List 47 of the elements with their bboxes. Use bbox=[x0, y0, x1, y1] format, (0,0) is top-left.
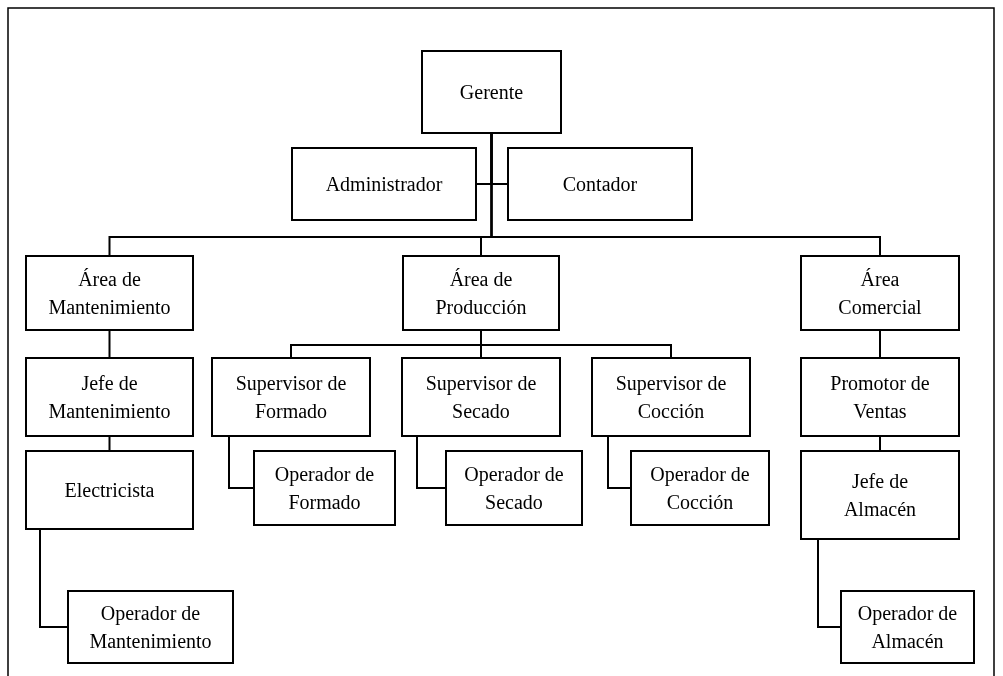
box-label: Administrador bbox=[325, 172, 443, 197]
box-label: Jefe de Almacén bbox=[842, 469, 918, 522]
org-box bbox=[291, 147, 477, 221]
connector-line bbox=[879, 436, 881, 451]
box-label: Supervisor de Cocción bbox=[614, 371, 728, 424]
box-label: Área de Producción bbox=[434, 267, 528, 320]
connector-line bbox=[416, 436, 446, 489]
org-box bbox=[25, 357, 194, 437]
org-box bbox=[401, 357, 561, 437]
box-label: Gerente bbox=[459, 80, 524, 105]
org-box bbox=[402, 255, 560, 331]
box-label: Operador de Almacén bbox=[856, 601, 959, 654]
box-label: Supervisor de Secado bbox=[424, 371, 538, 424]
box-label: Supervisor de Formado bbox=[234, 371, 348, 424]
org-box bbox=[800, 255, 960, 331]
connector-line bbox=[228, 436, 254, 489]
org-box bbox=[211, 357, 371, 437]
org-box bbox=[421, 50, 562, 134]
org-box bbox=[25, 450, 194, 530]
org-box bbox=[591, 357, 751, 437]
box-label: Operador de Cocción bbox=[649, 462, 751, 515]
box-label: Operador de Formado bbox=[273, 462, 376, 515]
connector-line bbox=[607, 436, 631, 489]
org-box bbox=[445, 450, 583, 526]
org-box bbox=[800, 357, 960, 437]
box-label: Promotor de Ventas bbox=[829, 371, 931, 424]
connector-line bbox=[108, 436, 111, 451]
box-label: Jefe de Mantenimiento bbox=[47, 371, 172, 424]
box-label: Área Comercial bbox=[837, 267, 923, 320]
org-box bbox=[840, 590, 975, 664]
connector-line bbox=[879, 330, 881, 358]
connector-line bbox=[490, 133, 881, 256]
box-label: Área de Mantenimiento bbox=[47, 267, 172, 320]
org-box bbox=[253, 450, 396, 526]
connector-line bbox=[39, 529, 68, 628]
org-box bbox=[800, 450, 960, 540]
box-label: Operador de Mantenimiento bbox=[88, 601, 213, 654]
connector-line bbox=[480, 330, 672, 358]
org-box bbox=[25, 255, 194, 331]
connector-line bbox=[108, 330, 111, 358]
box-label: Electricista bbox=[64, 478, 155, 503]
connector-line bbox=[817, 539, 841, 628]
box-label: Operador de Secado bbox=[463, 462, 565, 515]
org-box bbox=[507, 147, 693, 221]
org-box bbox=[630, 450, 770, 526]
org-box bbox=[67, 590, 234, 664]
box-label: Contador bbox=[562, 172, 638, 197]
